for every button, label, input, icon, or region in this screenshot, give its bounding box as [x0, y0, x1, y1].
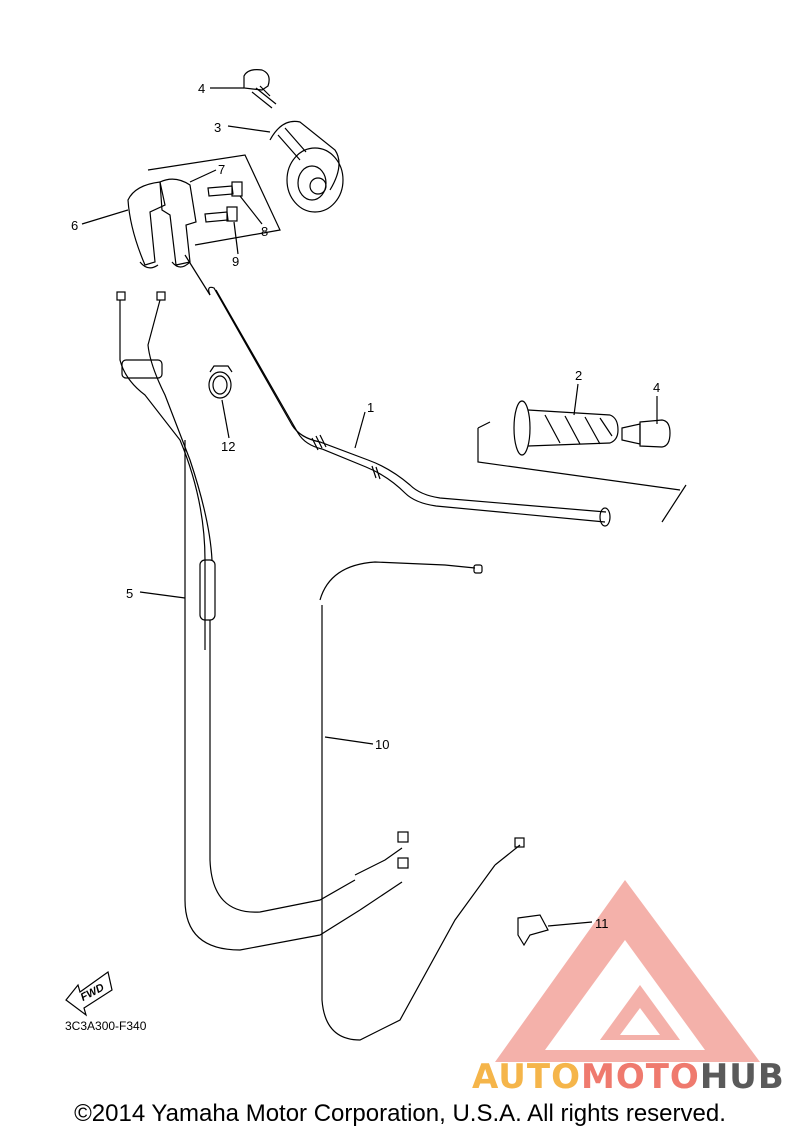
clutch-cable — [319, 561, 525, 1041]
forward-arrow-icon — [65, 970, 113, 1017]
throttle-grip — [269, 120, 344, 213]
callout-8: 8 — [261, 224, 268, 239]
callout-labels: 1 2 3 4 4 5 6 7 8 9 10 11 12 FWD 3C3A300… — [65, 81, 660, 1033]
callout-4b: 4 — [653, 380, 660, 395]
callout-4a: 4 — [198, 81, 205, 96]
leader-lines — [81, 87, 658, 927]
callout-5: 5 — [126, 586, 133, 601]
callout-9: 9 — [232, 254, 239, 269]
automotohub-wordmark: AUTOMOTOHUB — [472, 1057, 785, 1097]
callout-11: 11 — [595, 916, 609, 931]
callout-6: 6 — [71, 218, 78, 233]
copyright-notice: ©2014 Yamaha Motor Corporation, U.S.A. A… — [74, 1100, 726, 1127]
hose-clamp — [208, 365, 233, 399]
callout-7: 7 — [218, 162, 225, 177]
fwd-label: FWD — [79, 982, 107, 1004]
callout-12: 12 — [221, 439, 235, 454]
bar-end-weight-right — [621, 419, 671, 448]
cable-holder — [517, 914, 549, 947]
brand-auto: AUTO — [472, 1057, 581, 1097]
callout-3: 3 — [214, 120, 221, 135]
brand-moto: MOTO — [581, 1057, 700, 1097]
housing-screws — [204, 181, 243, 223]
automotohub-logo — [495, 880, 760, 1062]
throttle-housing — [127, 178, 197, 269]
diagram-code: 3C3A300-F340 — [65, 1019, 147, 1033]
callout-10: 10 — [375, 737, 389, 752]
assembly-guide-lines — [147, 154, 687, 523]
left-grip — [513, 400, 619, 456]
throttle-cables — [116, 291, 409, 951]
bar-end-weight-left — [243, 69, 277, 109]
handlebar — [208, 286, 611, 527]
brand-hub: HUB — [700, 1057, 785, 1097]
callout-2: 2 — [575, 368, 582, 383]
callout-1: 1 — [367, 400, 374, 415]
